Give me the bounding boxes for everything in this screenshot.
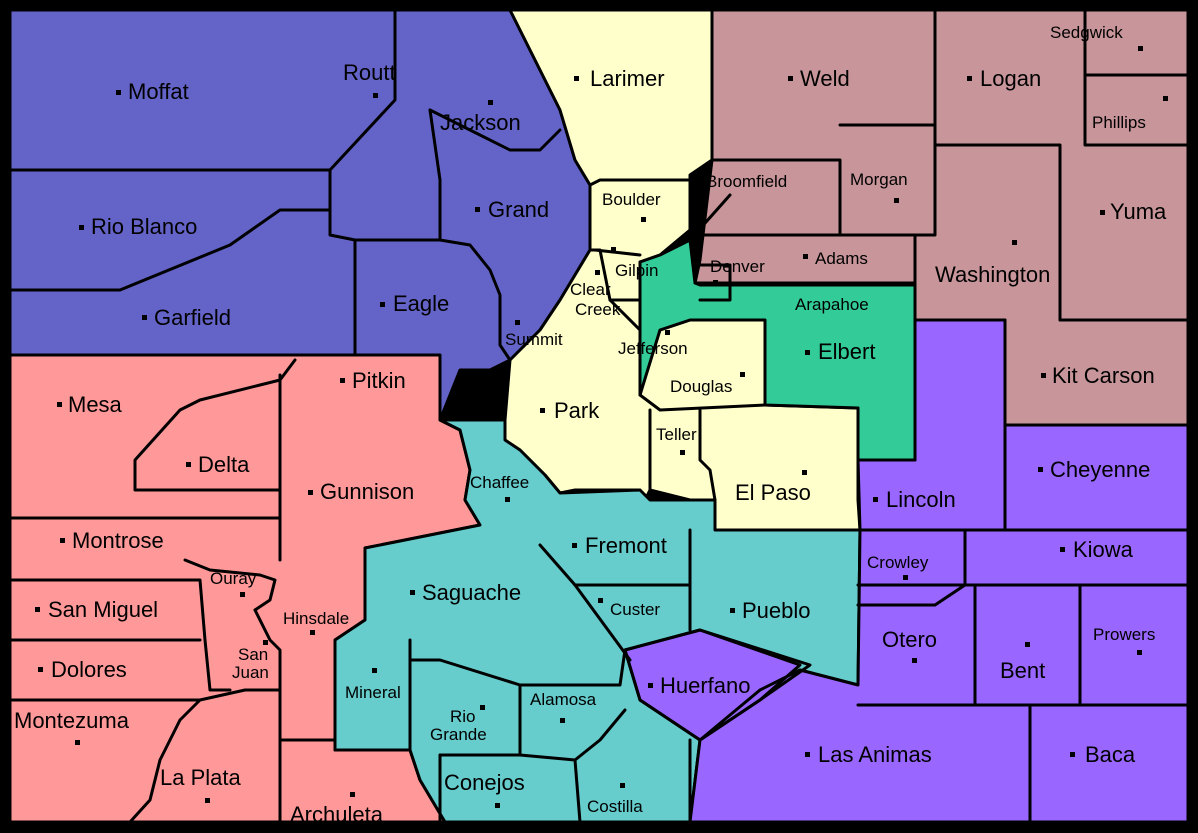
label-routt: Routt: [343, 60, 396, 85]
county-borders: [8, 8, 1190, 824]
label-crowley: Crowley: [867, 553, 929, 572]
label-la-plata: La Plata: [160, 765, 241, 790]
label-el-paso: El Paso: [735, 480, 811, 505]
label-las-animas: Las Animas: [818, 742, 932, 767]
label-gunnison: Gunnison: [320, 479, 414, 504]
label-logan: Logan: [980, 66, 1041, 91]
label-montezuma: Montezuma: [14, 708, 130, 733]
label-eagle: Eagle: [393, 291, 449, 316]
label-conejos: Conejos: [444, 770, 525, 795]
label-arapahoe: Arapahoe: [795, 295, 869, 314]
label-morgan: Morgan: [850, 170, 908, 189]
label-archuleta: Archuleta: [290, 802, 384, 827]
label-grand: Grand: [488, 197, 549, 222]
label-broomfield: Broomfield: [706, 172, 787, 191]
label-ouray: Ouray: [210, 569, 257, 588]
label-boulder: Boulder: [602, 190, 661, 209]
label-teller: Teller: [656, 425, 697, 444]
label-pueblo: Pueblo: [742, 598, 811, 623]
label-montrose: Montrose: [72, 528, 164, 553]
label-dolores: Dolores: [51, 657, 127, 682]
label-kit-carson: Kit Carson: [1052, 363, 1155, 388]
label-kiowa: Kiowa: [1073, 537, 1134, 562]
label-custer: Custer: [610, 600, 660, 619]
label-pitkin: Pitkin: [352, 368, 406, 393]
label-saguache: Saguache: [422, 580, 521, 605]
county-labels: Sedgwick Phillips Logan Weld Larimer Mof…: [14, 23, 1167, 827]
label-douglas: Douglas: [670, 377, 732, 396]
label-fremont: Fremont: [585, 533, 667, 558]
label-lake: Lake: [450, 397, 487, 416]
label-cheyenne: Cheyenne: [1050, 457, 1150, 482]
label-larimer: Larimer: [590, 66, 665, 91]
label-mineral: Mineral: [345, 683, 401, 702]
label-washington: Washington: [935, 262, 1050, 287]
label-san-miguel: San Miguel: [48, 597, 158, 622]
label-lincoln: Lincoln: [886, 487, 956, 512]
label-delta: Delta: [198, 452, 250, 477]
label-chaffee: Chaffee: [470, 473, 529, 492]
label-mesa: Mesa: [68, 392, 123, 417]
label-baca: Baca: [1085, 742, 1136, 767]
label-prowers: Prowers: [1093, 625, 1155, 644]
label-park: Park: [554, 398, 600, 423]
label-costilla: Costilla: [587, 797, 643, 816]
label-jefferson: Jefferson: [618, 339, 688, 358]
label-rio-blanco: Rio Blanco: [91, 214, 197, 239]
label-alamosa: Alamosa: [530, 690, 597, 709]
county-dots: [35, 46, 1168, 808]
label-huerfano: Huerfano: [660, 673, 751, 698]
label-sedgwick: Sedgwick: [1050, 23, 1123, 42]
label-yuma: Yuma: [1110, 199, 1167, 224]
label-otero: Otero: [882, 627, 937, 652]
label-moffat: Moffat: [128, 79, 189, 104]
label-hinsdale: Hinsdale: [283, 609, 349, 628]
label-adams: Adams: [815, 249, 868, 268]
label-denver: Denver: [710, 257, 765, 276]
label-elbert: Elbert: [818, 339, 875, 364]
label-jackson: Jackson: [440, 110, 521, 135]
label-weld: Weld: [800, 66, 850, 91]
label-garfield: Garfield: [154, 305, 231, 330]
label-bent: Bent: [1000, 658, 1045, 683]
label-summit: Summit: [505, 330, 563, 349]
label-gilpin: Gilpin: [615, 261, 658, 280]
label-phillips: Phillips: [1092, 113, 1146, 132]
